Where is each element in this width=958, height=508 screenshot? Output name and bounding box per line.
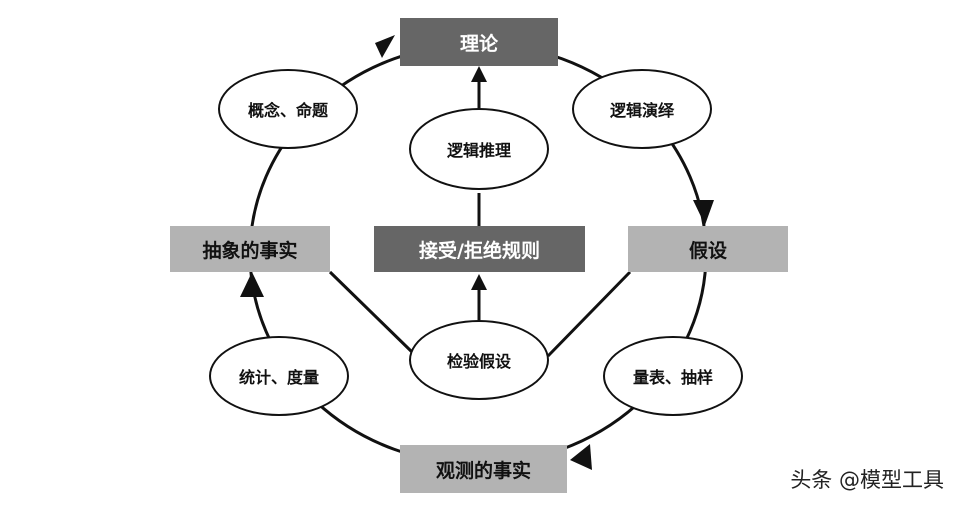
arrow-test-to-rule [471, 274, 487, 290]
concepts-label: 概念、命题 [247, 101, 328, 120]
abstract-facts-label: 抽象的事实 [202, 239, 298, 262]
line-abstract-to-test [328, 270, 414, 354]
arrow-to-observed [570, 444, 592, 470]
hypothesis-label: 假设 [688, 239, 727, 262]
arrow-to-hypothesis [693, 200, 714, 225]
testing-label: 检验假设 [446, 352, 511, 371]
watermark-text: 头条 @模型工具 [790, 468, 944, 492]
statistics-ellipse: 统计、度量 [209, 336, 349, 416]
observed-facts-label: 观测的事实 [435, 459, 531, 482]
concepts-ellipse: 概念、命题 [218, 69, 358, 149]
scales-sampling-ellipse: 量表、抽样 [603, 336, 743, 416]
observed-facts-box: 观测的事实 [400, 445, 567, 493]
theory-box: 理论 [400, 18, 558, 66]
logical-deduction-ellipse: 逻辑演绎 [572, 69, 712, 149]
line-hypothesis-to-test [546, 270, 632, 358]
accept-reject-box: 接受/拒绝规则 [374, 226, 585, 272]
logical-deduction-label: 逻辑演绎 [609, 101, 674, 120]
accept-reject-label: 接受/拒绝规则 [419, 239, 540, 262]
statistics-label: 统计、度量 [238, 368, 319, 387]
arrow-reasoning-to-theory [471, 66, 487, 82]
arrow-to-theory [375, 35, 395, 58]
testing-ellipse: 检验假设 [409, 320, 549, 400]
hypothesis-box: 假设 [628, 226, 788, 272]
scales-sampling-label: 量表、抽样 [632, 368, 713, 387]
logical-reasoning-label: 逻辑推理 [446, 141, 511, 160]
arrow-to-abstract [240, 272, 264, 297]
theory-label: 理论 [459, 32, 498, 55]
logical-reasoning-ellipse: 逻辑推理 [409, 108, 549, 190]
abstract-facts-box: 抽象的事实 [170, 226, 330, 272]
